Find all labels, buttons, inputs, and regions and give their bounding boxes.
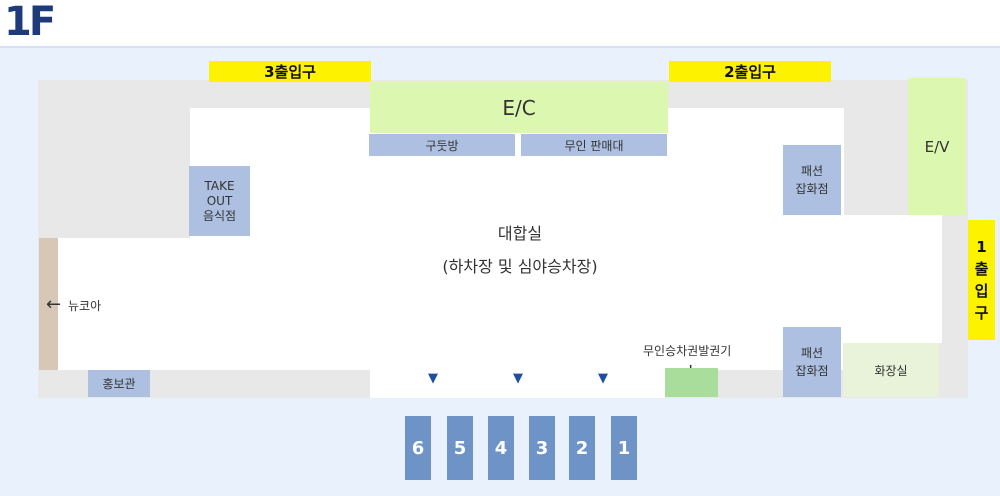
exit-2-label: 2출입구 [669,61,831,82]
shoe-repair-shop: 구둣방 [369,134,515,156]
exit-1-char: 구 [974,304,989,322]
ticket-machine-label: 무인승차권발권기 [643,344,732,358]
waiting-room-subtitle: (하차장 및 심야승차장) [442,257,598,276]
fashion-line: 잡화점 [795,182,829,196]
hall-area [190,108,844,370]
fashion-store-bottom: 패션 잡화점 [783,327,841,397]
takeout-restaurant: TAKE OUT 음식점 [189,166,250,236]
fashion-store-top: 패션 잡화점 [783,145,841,215]
hall-area-east [840,215,942,343]
gate-1: 1 [611,416,637,480]
restroom: 화장실 [843,343,939,397]
gate-3: 3 [529,416,555,480]
takeout-line: TAKE [204,178,235,193]
exit-3-label: 3출입구 [209,61,371,82]
down-triangle-icon: ▼ [598,371,608,386]
exit-1-char: 출 [974,260,989,278]
takeout-line: 음식점 [202,208,237,223]
exit-1-label: 1 출 입 구 [968,220,995,340]
fashion-line: 패션 [800,164,824,178]
gate-6: 6 [405,416,431,480]
ticket-machine [665,368,718,397]
fashion-line: 패션 [800,346,824,360]
gate-2: 2 [569,416,595,480]
fashion-line: 잡화점 [795,364,829,378]
exit-1-char: 1 [976,238,987,256]
down-triangle-icon: ▼ [513,371,523,386]
hall-area-west [58,238,193,370]
down-triangle-icon: ▼ [428,371,438,386]
elevator: E/V [908,78,966,215]
waiting-room-title: 대합실 [497,224,543,243]
pr-office: 홍보관 [88,370,150,397]
hall-area-gate-front [370,366,665,398]
newcore-label: 뉴코아 [68,299,102,313]
gate-5: 5 [447,416,473,480]
takeout-line: OUT [206,193,233,208]
escalator: E/C [370,82,668,133]
newcore-passage [39,238,58,370]
unmanned-stand: 무인 판매대 [521,134,667,156]
left-arrow-icon: ← [46,294,62,315]
floor-title: 1F [4,0,56,45]
gate-4: 4 [488,416,514,480]
exit-1-char: 입 [974,282,989,300]
